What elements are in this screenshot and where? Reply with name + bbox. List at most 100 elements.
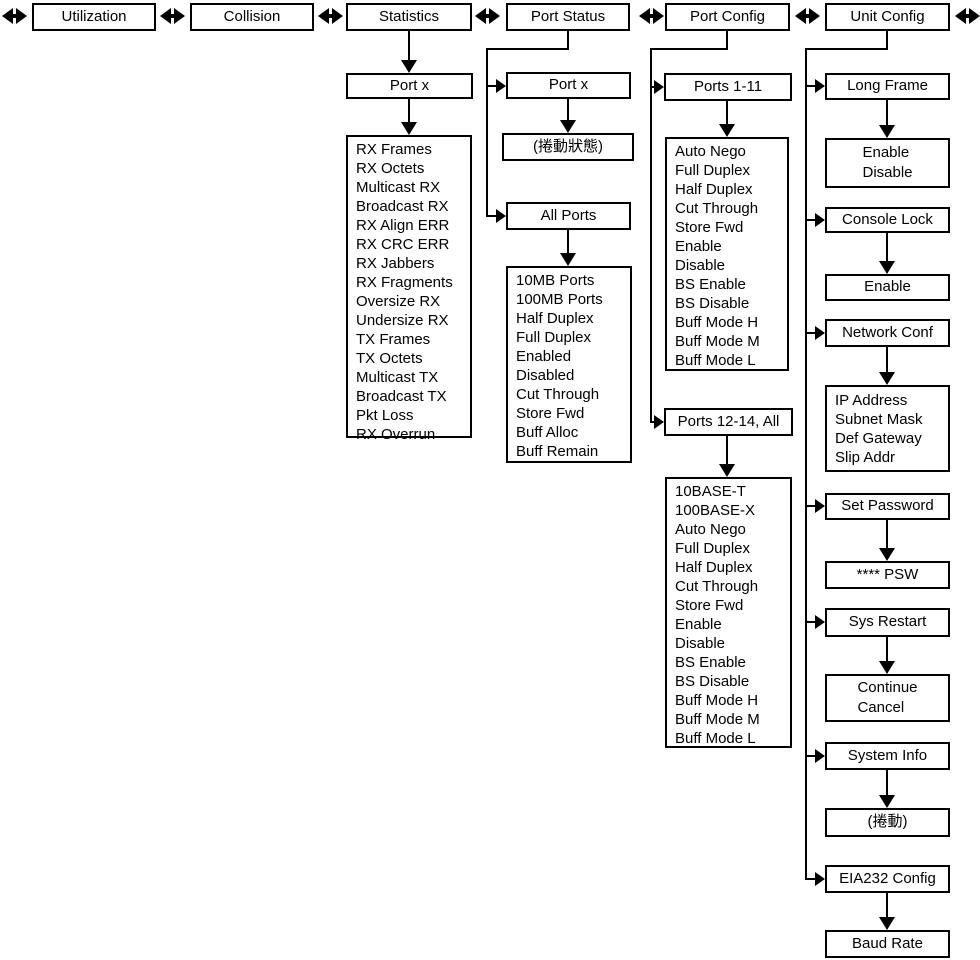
list-item: TX Octets (356, 350, 423, 367)
left-right-nav-icon (160, 8, 185, 24)
unit-config-console-lock-box: Console Lock (825, 207, 950, 233)
right-arrow-icon (805, 326, 825, 340)
list-item: Buff Mode H (675, 314, 759, 331)
list-item: Cut Through (516, 386, 600, 403)
right-arrow-icon (805, 499, 825, 513)
unit-config-set-password-box: Set Password (825, 493, 950, 520)
list-item: Def Gateway (835, 429, 922, 447)
list-item: Enable (675, 616, 722, 633)
nav-bar (170, 14, 175, 18)
port-status-port-x-box: Port x (506, 72, 631, 99)
list-item: Disable (675, 257, 726, 274)
right-arrow-icon (174, 8, 185, 24)
nav-bar (649, 14, 654, 18)
list-item: 10MB Ports (516, 272, 595, 289)
right-arrow-icon (486, 79, 506, 93)
right-arrow-icon (486, 209, 506, 223)
menu-item-port-config: Port Config (665, 3, 790, 31)
list-item: TX Frames (356, 331, 431, 348)
right-arrow-icon (489, 8, 500, 24)
list-item: RX Jabbers (356, 255, 435, 272)
list-item: Buff Mode L (675, 730, 756, 747)
list-item: Disable (862, 164, 913, 181)
unit-config-eia232-config-box: EIA232 Config (825, 865, 950, 893)
list-item: Disable (675, 635, 726, 652)
list-item: Broadcast TX (356, 388, 447, 405)
list-item: Store Fwd (675, 219, 744, 236)
nav-bar (328, 14, 333, 18)
list-item: Pkt Loss (356, 407, 414, 424)
list-item: Store Fwd (516, 405, 585, 422)
connector-line (805, 48, 888, 50)
down-arrow-icon (879, 233, 895, 274)
list-item: RX Align ERR (356, 217, 450, 234)
left-right-nav-icon (318, 8, 343, 24)
list-item: Store Fwd (675, 597, 744, 614)
down-arrow-icon (879, 347, 895, 385)
down-arrow-icon (560, 99, 576, 133)
list-item: Cut Through (675, 200, 759, 217)
connector-line (486, 48, 569, 50)
list-item: BS Disable (675, 295, 750, 312)
right-arrow-icon (805, 872, 825, 886)
list-item: Buff Mode M (675, 711, 760, 728)
connector-line (567, 31, 569, 50)
menu-item-collision: Collision (190, 3, 314, 31)
left-arrow-icon (2, 8, 13, 24)
unit-config-scroll-box: (捲動) (825, 808, 950, 837)
left-arrow-icon (795, 8, 806, 24)
unit-config-psw-box: **** PSW (825, 561, 950, 589)
left-right-nav-icon (475, 8, 500, 24)
list-item: RX Overrun (356, 426, 436, 443)
left-arrow-icon (318, 8, 329, 24)
list-item: Enable (862, 144, 910, 161)
left-arrow-icon (160, 8, 171, 24)
menu-item-port-status: Port Status (506, 3, 630, 31)
list-item: Enable (675, 238, 722, 255)
list-item: Half Duplex (675, 559, 753, 576)
list-item: Slip Addr (835, 448, 896, 466)
list-item: BS Enable (675, 654, 746, 671)
list-item: Subnet Mask (835, 410, 923, 428)
list-item: RX Octets (356, 160, 425, 177)
left-right-nav-icon (955, 8, 980, 24)
connector-line (886, 31, 888, 50)
connector-line (650, 48, 728, 50)
left-right-nav-icon (795, 8, 820, 24)
right-arrow-icon (332, 8, 343, 24)
down-arrow-icon (401, 31, 417, 73)
list-item: Disabled (516, 367, 575, 384)
unit-config-enable-box: Enable (825, 274, 950, 301)
list-item: Auto Nego (675, 521, 746, 538)
right-arrow-icon (650, 415, 664, 429)
down-arrow-icon (719, 436, 735, 477)
list-item: Multicast TX (356, 369, 439, 386)
down-arrow-icon (879, 100, 895, 138)
port-status-scroll-status-box: (捲動狀態) (502, 133, 634, 161)
connector-line (486, 48, 488, 217)
list-item: RX CRC ERR (356, 236, 450, 253)
port-config-ports-1-11-box: Ports 1-11 (664, 73, 792, 101)
list-item: Broadcast RX (356, 198, 449, 215)
connector-line (726, 31, 728, 50)
left-arrow-icon (475, 8, 486, 24)
left-right-nav-icon (639, 8, 664, 24)
list-item: IP Address (835, 391, 908, 409)
list-item: Enabled (516, 348, 572, 365)
down-arrow-icon (879, 770, 895, 808)
statistics-port-x-box: Port x (346, 73, 473, 99)
list-item: RX Frames (356, 141, 432, 158)
list-item: Multicast RX (356, 179, 441, 196)
nav-bar (12, 14, 17, 18)
down-arrow-icon (401, 99, 417, 135)
list-item: Buff Mode L (675, 352, 756, 369)
list-item: Auto Nego (675, 143, 746, 160)
list-item: Full Duplex (516, 329, 592, 346)
list-item: 10BASE-T (675, 483, 746, 500)
list-item: Buff Mode H (675, 692, 759, 709)
